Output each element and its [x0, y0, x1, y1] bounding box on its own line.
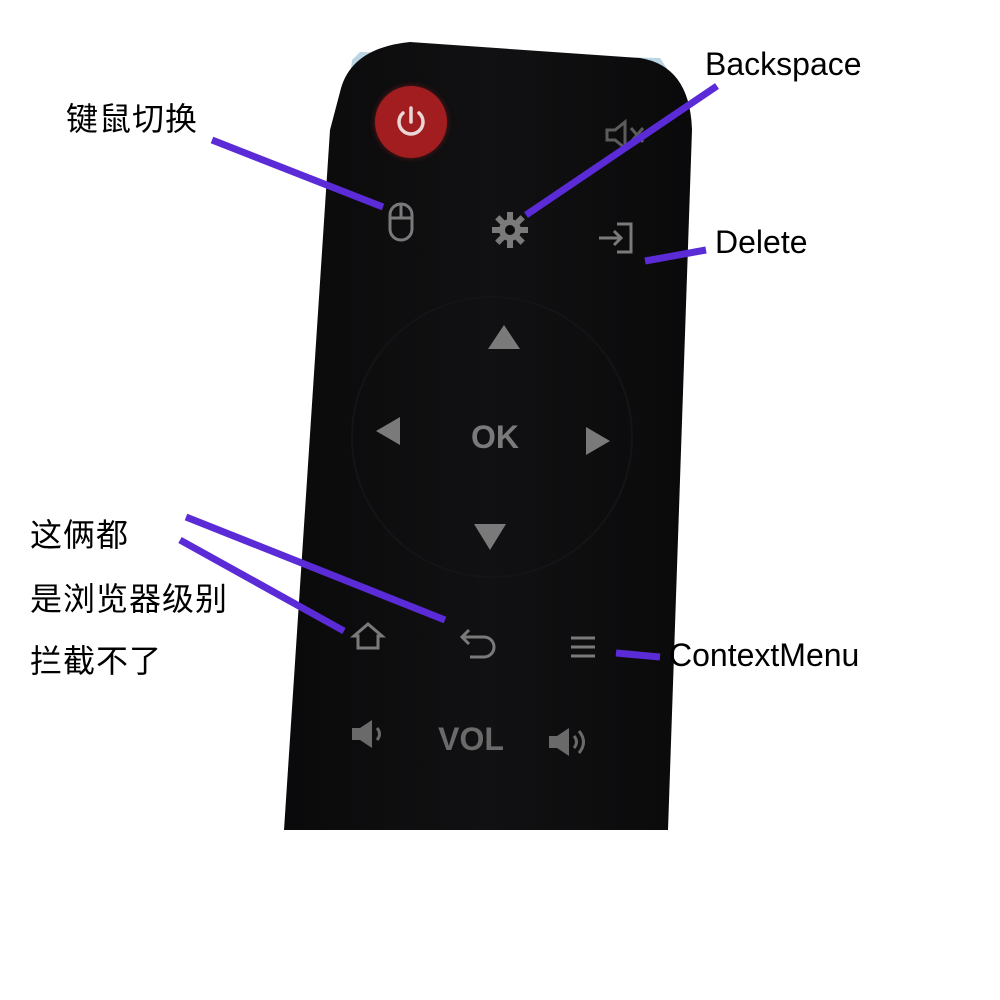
volume-down-icon: [352, 720, 381, 748]
annotation-backspace: Backspace: [705, 46, 862, 82]
annotation-browser-note-2: 是浏览器级别: [30, 580, 229, 618]
ok-button[interactable]: OK: [455, 412, 535, 462]
arrow-right-icon: [586, 427, 610, 455]
annotation-delete: Delete: [715, 224, 808, 260]
input-source-button[interactable]: [594, 218, 640, 258]
arrow-up-icon: [488, 325, 520, 349]
back-button[interactable]: [455, 625, 501, 663]
right-button[interactable]: [582, 424, 614, 458]
annotation-browser-note-3: 拦截不了: [30, 642, 163, 680]
pointer-mouse-toggle: [210, 136, 385, 211]
power-button[interactable]: [375, 86, 447, 158]
pointer-context-menu: [615, 649, 661, 661]
annotation-mouse-toggle: 键鼠切换: [66, 100, 199, 138]
volume-up-icon: [549, 728, 585, 756]
power-icon: [397, 106, 425, 136]
down-button[interactable]: [470, 520, 510, 554]
annotation-browser-note-1: 这俩都: [30, 516, 130, 554]
pointer-back: [184, 513, 447, 624]
input-source-icon: [599, 222, 633, 254]
pointer-home: [178, 536, 346, 635]
arrow-down-icon: [474, 524, 506, 550]
home-icon: [350, 622, 386, 650]
volume-up-button[interactable]: [544, 722, 594, 762]
menu-icon: [571, 636, 595, 658]
annotation-context-menu: ContextMenu: [669, 637, 860, 673]
vol-label: VOL: [438, 720, 504, 757]
pointer-delete: [644, 246, 707, 265]
left-button[interactable]: [372, 414, 404, 448]
mouse-icon: [388, 202, 414, 242]
gear-icon: [492, 212, 528, 248]
pointer-backspace: [524, 83, 719, 218]
back-icon: [459, 628, 496, 659]
ok-label: OK: [471, 418, 519, 455]
volume-label: VOL: [428, 716, 514, 762]
settings-button[interactable]: [488, 208, 532, 252]
home-button[interactable]: [348, 618, 388, 654]
volume-down-button[interactable]: [346, 714, 392, 754]
up-button[interactable]: [484, 322, 524, 352]
arrow-left-icon: [376, 417, 400, 445]
mouse-button[interactable]: [383, 198, 419, 246]
menu-button[interactable]: [566, 632, 600, 662]
